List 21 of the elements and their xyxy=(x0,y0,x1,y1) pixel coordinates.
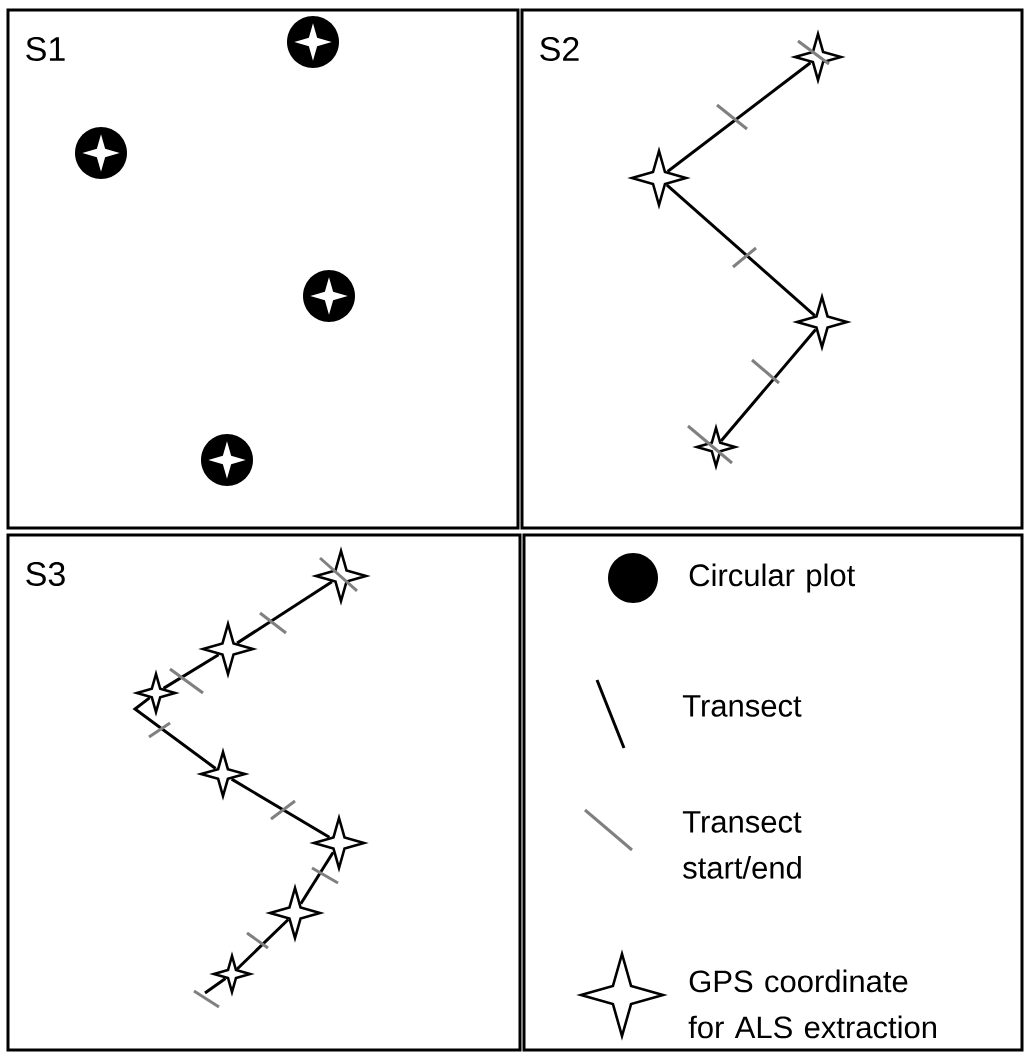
circular-plot-marker xyxy=(201,434,253,486)
panel: S1 xyxy=(6,8,520,530)
transect-line xyxy=(204,977,227,995)
transect-line xyxy=(236,918,290,971)
transect-line xyxy=(666,61,812,173)
legend-label: GPS coordinate for ALS extraction xyxy=(688,969,936,1039)
circular-plot-marker xyxy=(75,127,127,179)
transect-line xyxy=(230,777,331,839)
transect-line xyxy=(162,653,220,690)
transect-line xyxy=(719,328,817,442)
legend-label: Transect xyxy=(682,695,802,717)
transect-line xyxy=(132,696,217,770)
circular-plot-marker xyxy=(303,270,355,322)
panel: S2 xyxy=(520,8,1024,530)
transect-line xyxy=(236,580,333,645)
transect-line xyxy=(665,183,816,317)
legend-label: Transect start/end xyxy=(682,811,802,879)
circular-plot-marker xyxy=(287,16,339,68)
transect-line xyxy=(299,851,335,905)
panel: S3 xyxy=(6,533,522,1052)
legend-label: Circular plot xyxy=(689,563,856,593)
